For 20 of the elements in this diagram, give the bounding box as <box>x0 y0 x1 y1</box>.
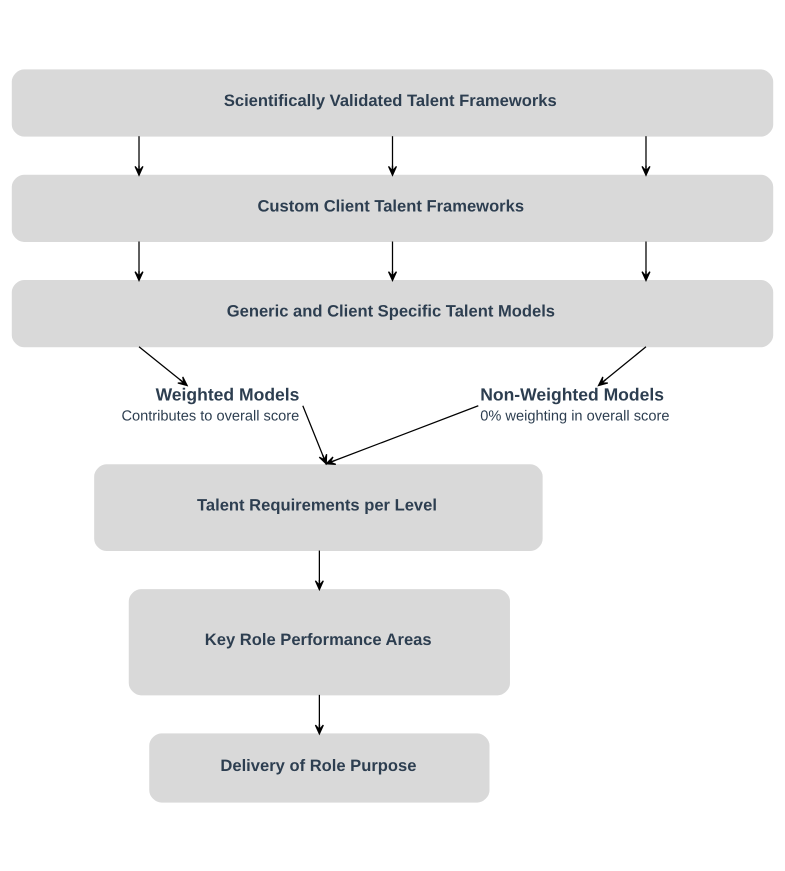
arrow <box>314 694 324 734</box>
arrow <box>641 241 651 281</box>
node-box: Talent Requirements per Level <box>94 464 543 551</box>
arrow <box>388 136 398 176</box>
arrow <box>138 346 188 386</box>
arrow <box>134 136 144 176</box>
node-box: Scientifically Validated Talent Frameworks <box>12 68 774 136</box>
node-text: Weighted Models Contributes to overall score <box>121 384 300 424</box>
node-text: Non-Weighted Models 0% weighting in overall score <box>480 384 670 424</box>
arrow <box>314 550 324 590</box>
node-box: Key Role Performance Areas <box>128 588 510 695</box>
node-box: Delivery of Role Purpose <box>149 732 490 802</box>
node-box: Generic and Client Specific Talent Models <box>12 280 774 347</box>
arrow <box>326 404 479 464</box>
node-box: Custom Client Talent Frameworks <box>12 174 774 242</box>
arrow <box>388 241 398 281</box>
arrow <box>134 241 144 281</box>
arrow <box>302 405 328 464</box>
arrow <box>641 136 651 176</box>
arrow <box>598 346 646 386</box>
